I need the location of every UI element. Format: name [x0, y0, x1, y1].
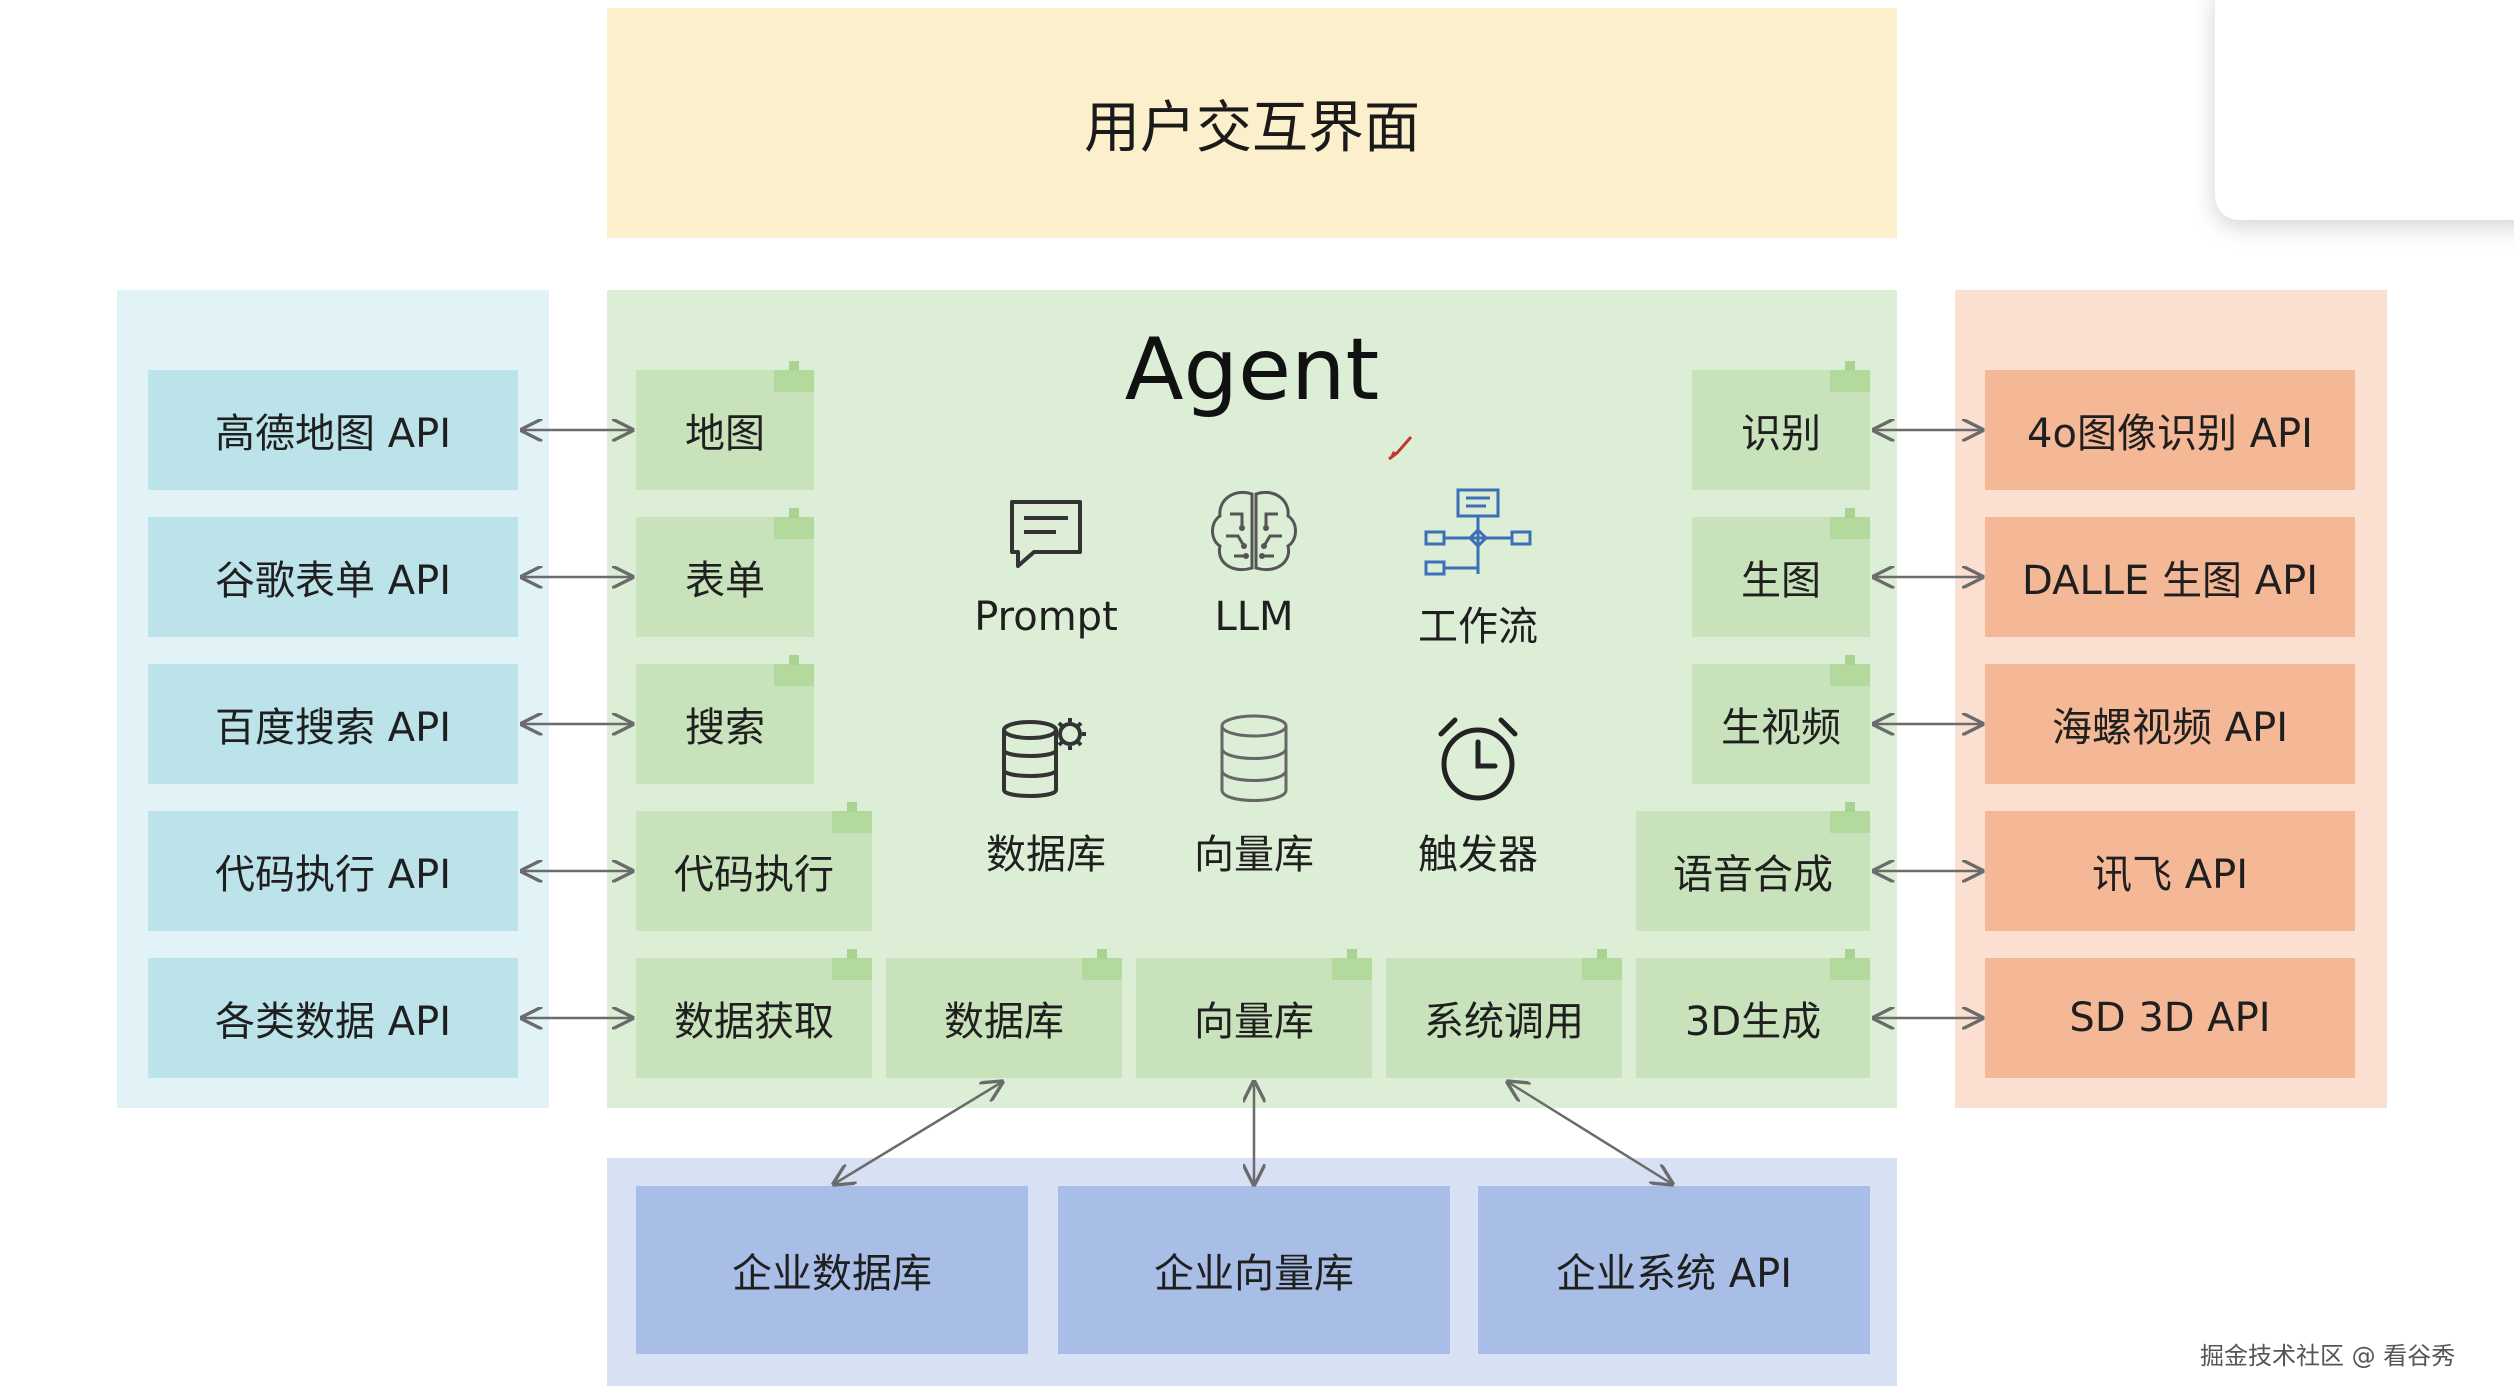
alarm-clock-icon — [1438, 717, 1518, 801]
tag-icon — [774, 361, 814, 392]
core-trigger: 触发器 — [1378, 712, 1578, 880]
chat-bubble-icon — [1010, 500, 1082, 568]
overlay-panel — [2215, 0, 2514, 220]
enterprise-database[interactable]: 企业数据库 — [636, 1186, 1028, 1354]
right-api-2[interactable]: 海螺视频 API — [1985, 664, 2355, 784]
core-workflow: 工作流 — [1378, 486, 1578, 652]
tool-label: 系统调用 — [1424, 999, 1584, 1045]
tag-icon — [1830, 508, 1870, 539]
right-api-0[interactable]: 4o图像识别 API — [1985, 370, 2355, 490]
right-api-1[interactable]: DALLE 生图 API — [1985, 517, 2355, 637]
core-label: Prompt — [974, 594, 1118, 640]
tool-database[interactable]: 数据库 — [886, 949, 1122, 1078]
enterprise-label: 企业数据库 — [732, 1251, 932, 1297]
tool-label: 表单 — [685, 558, 765, 604]
tool-label: 语音合成 — [1673, 852, 1833, 898]
tool-label: 向量库 — [1194, 999, 1314, 1045]
tool-label: 3D生成 — [1684, 999, 1822, 1045]
tool-label: 生图 — [1741, 558, 1821, 604]
cursor-mark-icon — [1388, 436, 1413, 461]
enterprise-vector-db[interactable]: 企业向量库 — [1058, 1186, 1450, 1354]
tool-code-exec[interactable]: 代码执行 — [636, 802, 872, 931]
right-api-3[interactable]: 讯飞 API — [1985, 811, 2355, 931]
left-api-label: 谷歌表单 API — [215, 558, 451, 604]
tool-search[interactable]: 搜索 — [636, 655, 814, 784]
tool-map[interactable]: 地图 — [636, 361, 814, 490]
right-api-label: 4o图像识别 API — [2027, 411, 2313, 457]
brain-icon — [1211, 491, 1297, 571]
tag-icon — [1582, 949, 1622, 980]
left-api-label: 百度搜索 API — [215, 705, 451, 751]
workflow-icon — [1424, 488, 1532, 576]
enterprise-label: 企业向量库 — [1154, 1251, 1354, 1297]
enterprise-label: 企业系统 API — [1556, 1251, 1792, 1297]
database-gear-icon — [1002, 718, 1086, 798]
left-api-1[interactable]: 谷歌表单 API — [148, 517, 518, 637]
tool-label: 数据库 — [944, 999, 1064, 1045]
tool-data-fetch[interactable]: 数据获取 — [636, 949, 872, 1078]
core-label: 数据库 — [986, 832, 1106, 878]
left-api-2[interactable]: 百度搜索 API — [148, 664, 518, 784]
core-label: 向量库 — [1194, 832, 1314, 878]
tag-icon — [774, 655, 814, 686]
right-api-label: DALLE 生图 API — [2021, 558, 2318, 604]
core-label: 工作流 — [1418, 604, 1538, 650]
core-prompt: Prompt — [946, 488, 1146, 640]
tool-form[interactable]: 表单 — [636, 508, 814, 637]
tool-speech-synthesis[interactable]: 语音合成 — [1636, 802, 1870, 931]
tag-icon — [1830, 802, 1870, 833]
agent-title: Agent — [1124, 320, 1380, 420]
left-api-label: 各类数据 API — [215, 999, 451, 1045]
tag-icon — [1830, 655, 1870, 686]
top-banner: 用户交互界面 — [607, 8, 1897, 238]
core-vector-db: 向量库 — [1154, 708, 1354, 880]
right-api-label: 讯飞 API — [2092, 852, 2248, 898]
core-llm: LLM — [1154, 484, 1354, 640]
tool-gen-image[interactable]: 生图 — [1692, 508, 1870, 637]
watermark: 掘金技术社区 @ 看谷秀 — [2200, 1342, 2456, 1370]
left-api-label: 高德地图 API — [215, 411, 451, 457]
enterprise-system-api[interactable]: 企业系统 API — [1478, 1186, 1870, 1354]
tag-icon — [1082, 949, 1122, 980]
tag-icon — [832, 949, 872, 980]
left-api-4[interactable]: 各类数据 API — [148, 958, 518, 1078]
tool-label: 搜索 — [685, 705, 765, 751]
core-label: LLM — [1214, 594, 1294, 640]
core-database: 数据库 — [946, 708, 1146, 880]
tag-icon — [832, 802, 872, 833]
right-api-4[interactable]: SD 3D API — [1985, 958, 2355, 1078]
tool-label: 生视频 — [1721, 705, 1841, 751]
tool-label: 识别 — [1741, 411, 1821, 457]
tag-icon — [1830, 361, 1870, 392]
tool-label: 地图 — [685, 411, 765, 457]
right-api-label: 海螺视频 API — [2052, 705, 2288, 751]
tool-3d-gen[interactable]: 3D生成 — [1636, 949, 1870, 1078]
left-api-0[interactable]: 高德地图 API — [148, 370, 518, 490]
core-label: 触发器 — [1418, 832, 1538, 878]
right-api-label: SD 3D API — [2069, 995, 2271, 1041]
top-banner-label: 用户交互界面 — [1084, 95, 1420, 161]
arrow-system-enterprise — [1508, 1082, 1672, 1184]
tool-vector-db[interactable]: 向量库 — [1136, 949, 1372, 1078]
tag-icon — [774, 508, 814, 539]
tool-recognize[interactable]: 识别 — [1692, 361, 1870, 490]
tool-system-call[interactable]: 系统调用 — [1386, 949, 1622, 1078]
arrow-db-enterprise — [834, 1082, 1002, 1184]
tool-gen-video[interactable]: 生视频 — [1692, 655, 1870, 784]
tag-icon — [1830, 949, 1870, 980]
tool-label: 数据获取 — [674, 999, 834, 1045]
vector-db-icon — [1220, 714, 1288, 802]
left-api-3[interactable]: 代码执行 API — [148, 811, 518, 931]
tool-label: 代码执行 — [674, 852, 834, 898]
left-api-label: 代码执行 API — [215, 852, 451, 898]
tag-icon — [1332, 949, 1372, 980]
